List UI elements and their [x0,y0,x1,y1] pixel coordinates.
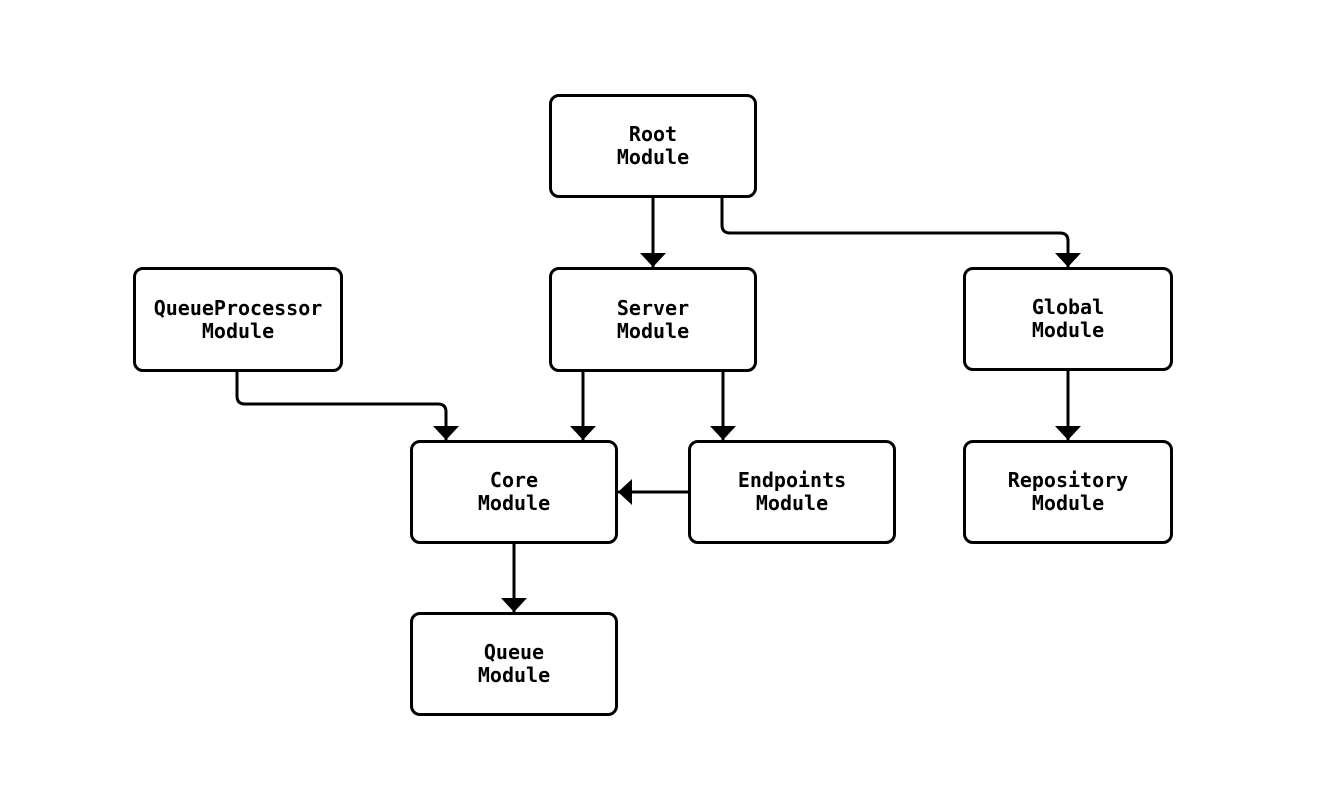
node-label-line: Module [477,491,551,515]
node-label-line: Endpoints [737,468,847,492]
node-label-line: Global [1031,295,1105,319]
edge-queueprocessor-to-core [235,372,459,440]
node-label-line: Module [616,145,690,169]
node-label-line: Server [616,295,690,320]
node-label-line: Queue [483,640,545,664]
node-label-line: Module [1031,318,1105,342]
node-label-line: Module [201,318,275,343]
node-label-line: Module [755,491,829,515]
node-label-line: Module [1031,491,1105,515]
node-label-line: Repository [1007,468,1129,492]
node-label-line: Module [616,318,690,343]
node-label-line: Module [477,663,551,687]
node-label-line: QueueProcessor [153,295,323,320]
node-label-line: Root [628,122,678,146]
edge-root-to-global [720,198,1081,267]
node-label-line: Core [489,468,539,492]
